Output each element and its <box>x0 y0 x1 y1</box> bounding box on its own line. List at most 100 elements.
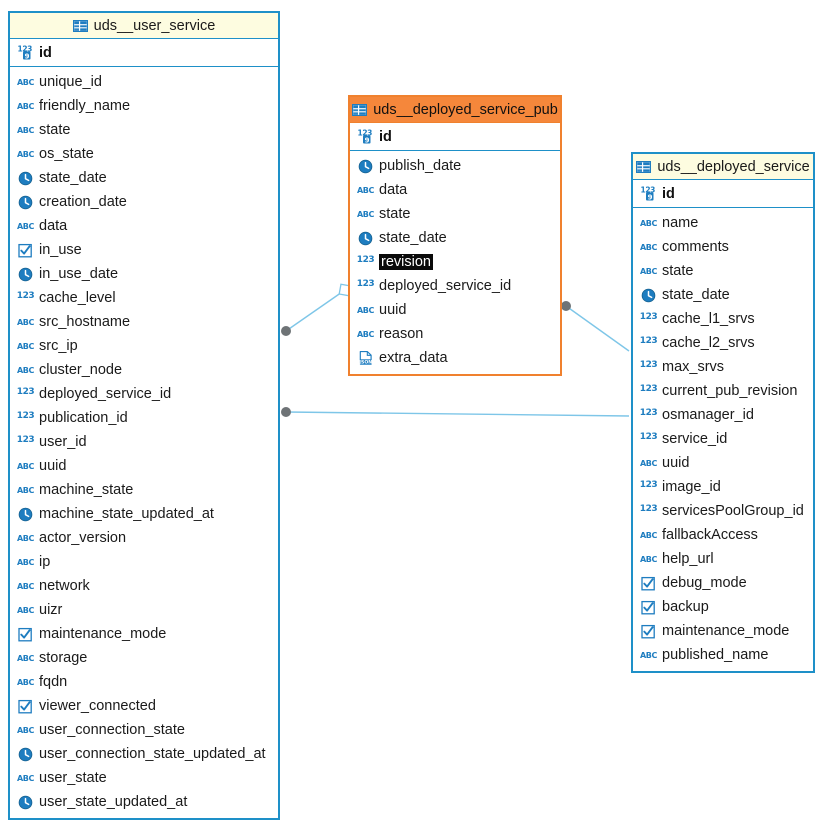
column-row[interactable]: ABC src_ip <box>10 334 278 358</box>
column-row[interactable]: publish_date <box>350 154 560 178</box>
column-row[interactable]: maintenance_mode <box>633 619 813 643</box>
relation-rel-userservice-deployedservice[interactable] <box>281 407 630 417</box>
relation-rel-userservice-pub[interactable] <box>281 283 352 336</box>
column-row[interactable]: state_date <box>10 166 278 190</box>
boolean-icon <box>640 575 657 592</box>
int-icon: 123 <box>639 336 658 346</box>
int-icon: 123 <box>639 384 658 394</box>
entity-table-header[interactable]: uds__user_service <box>10 13 278 39</box>
relation-source-endpoint[interactable] <box>281 326 291 336</box>
entity-table-uds_deployed_service_pub[interactable]: uds__deployed_service_pub 123 9 id publi… <box>348 95 562 376</box>
column-name: src_hostname <box>39 314 131 330</box>
column-row[interactable]: creation_date <box>10 190 278 214</box>
column-name: state_date <box>39 170 107 186</box>
string-icon: ABC <box>17 341 34 351</box>
column-name: image_id <box>662 479 721 495</box>
column-row[interactable]: JSON extra_data <box>350 346 560 370</box>
column-name: comments <box>662 239 729 255</box>
column-row[interactable]: backup <box>633 595 813 619</box>
column-row[interactable]: debug_mode <box>633 571 813 595</box>
int-key-icon: 123 9 <box>640 185 657 202</box>
entity-table-header[interactable]: uds__deployed_service <box>633 154 813 180</box>
int-icon: 123 <box>639 432 658 442</box>
boolean-icon <box>17 626 34 643</box>
relation-rel-pub-deployedservice[interactable] <box>561 301 630 352</box>
column-row[interactable]: user_state_updated_at <box>10 790 278 814</box>
column-row[interactable]: machine_state_updated_at <box>10 502 278 526</box>
int-icon: 123 <box>639 312 658 322</box>
relation-line <box>285 411 630 417</box>
column-name: osmanager_id <box>662 407 754 423</box>
primary-key-row[interactable]: 123 9 id <box>350 123 560 151</box>
column-row[interactable]: state_date <box>633 283 813 307</box>
svg-text:123: 123 <box>18 45 33 54</box>
column-name: uuid <box>39 458 67 474</box>
primary-key-row[interactable]: 123 9 id <box>633 180 813 208</box>
primary-key-name: id <box>662 185 675 202</box>
string-icon: ABC <box>640 530 657 540</box>
column-name: src_ip <box>39 338 78 354</box>
relation-source-endpoint[interactable] <box>561 301 571 311</box>
string-icon: ABC <box>17 581 34 591</box>
column-row[interactable]: viewer_connected <box>10 694 278 718</box>
column-name: user_connection_state_updated_at <box>39 746 266 762</box>
entity-table-header[interactable]: uds__deployed_service_pub <box>350 97 560 123</box>
relation-source-endpoint[interactable] <box>281 407 291 417</box>
column-name: in_use_date <box>39 266 119 282</box>
column-row[interactable]: in_use_date <box>10 262 278 286</box>
column-row[interactable]: maintenance_mode <box>10 622 278 646</box>
column-name: current_pub_revision <box>662 383 798 399</box>
datetime-icon <box>17 266 34 283</box>
column-row[interactable]: 123 current_pub_revision <box>633 379 813 403</box>
datetime-icon <box>17 506 34 523</box>
column-row[interactable]: in_use <box>10 238 278 262</box>
primary-key-row[interactable]: 123 9 id <box>10 39 278 67</box>
column-row[interactable]: user_connection_state_updated_at <box>10 742 278 766</box>
column-row[interactable]: state_date <box>350 226 560 250</box>
